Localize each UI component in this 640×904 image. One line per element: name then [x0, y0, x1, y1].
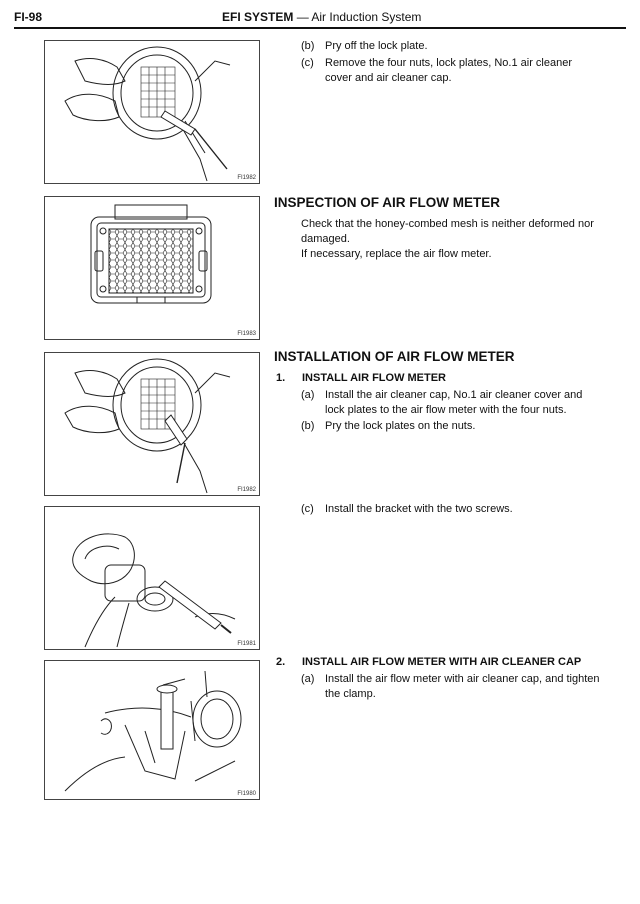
meter-with-cap-illustration: [64, 670, 242, 792]
step-text: Install the air cleaner cap, No.1 air cl…: [325, 389, 583, 416]
step-text: Install the air flow meter with air clea…: [325, 673, 600, 700]
figure-code: FI1980: [237, 791, 256, 797]
step-label: (b): [301, 420, 315, 432]
inspection-heading: INSPECTION OF AIR FLOW METER: [274, 195, 500, 210]
step-number: 1.: [276, 372, 286, 384]
header-title: EFI SYSTEM — Air Induction System: [222, 10, 421, 24]
step-label: (a): [301, 389, 315, 401]
figure-code: FI1981: [237, 641, 256, 647]
page-header: FI-98 EFI SYSTEM — Air Induction System: [14, 10, 626, 30]
step-label: (c): [301, 57, 314, 69]
section-title: EFI SYSTEM: [222, 10, 294, 24]
figure-code: FI1983: [237, 331, 256, 337]
figure-install-bracket: FI1981: [44, 506, 260, 650]
step-text: Pry the lock plates on the nuts.: [325, 420, 476, 432]
step-text: Remove the four nuts, lock plates, No.1 …: [325, 57, 573, 84]
step-label: (b): [301, 40, 315, 52]
inspection-paragraph-2: If necessary, replace the air flow meter…: [301, 248, 492, 260]
step-label: (a): [301, 673, 315, 685]
step-top-c: (c) Remove the four nuts, lock plates, N…: [301, 56, 601, 90]
subsection-title: Air Induction System: [311, 10, 422, 24]
step-text: Install the bracket with the two screws.: [325, 503, 513, 515]
step-label: (c): [301, 503, 314, 515]
header-rule: [14, 27, 626, 29]
inspection-paragraph-1: Check that the honey-combed mesh is neit…: [301, 218, 594, 245]
step-text: Pry off the lock plate.: [325, 40, 428, 52]
step-title: INSTALL AIR FLOW METER: [302, 372, 447, 384]
honeycomb-mesh-illustration: [90, 204, 212, 304]
figure-remove-lock-plate: FI1982: [44, 40, 260, 184]
page-number: FI-98: [14, 10, 43, 24]
bracket-install-illustration: [72, 533, 236, 648]
figure-install-with-cap: FI1980: [44, 660, 260, 800]
step-number: 2.: [276, 656, 286, 668]
lock-plates-pry-illustration: [64, 358, 231, 494]
installation-heading: INSTALLATION OF AIR FLOW METER: [274, 349, 515, 364]
figure-honeycomb-mesh: FI1983: [44, 196, 260, 340]
figure-code: FI1982: [237, 175, 256, 181]
lock-plate-removal-illustration: [64, 46, 231, 182]
figure-code: FI1982: [237, 487, 256, 493]
step-title: INSTALL AIR FLOW METER WITH AIR CLEANER …: [302, 656, 582, 668]
title-dash: —: [296, 10, 309, 24]
figure-pry-lock-plates: FI1982: [44, 352, 260, 496]
